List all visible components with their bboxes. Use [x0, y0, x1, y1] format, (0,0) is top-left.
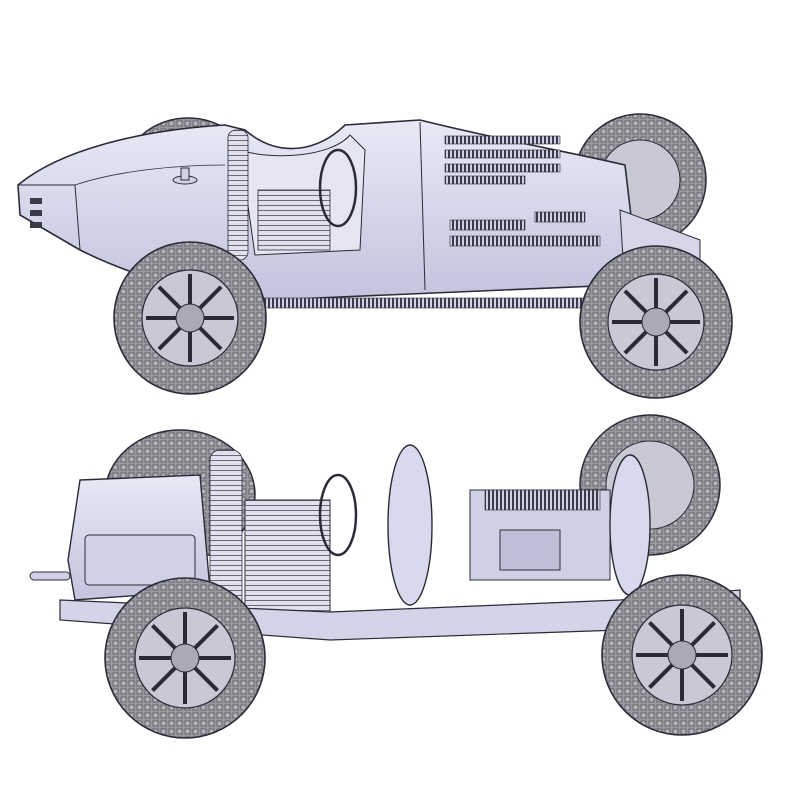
wheel-spoke — [664, 289, 689, 314]
bottom-car-seat — [244, 499, 331, 616]
bottom-car-bulkhead — [387, 444, 433, 606]
top-car-front-wheel — [579, 245, 733, 399]
wheel-spoke — [157, 285, 182, 310]
top-car-rear-wheel — [113, 241, 267, 395]
wheel-spoke — [623, 330, 648, 355]
bottom-car-front-wheel — [601, 574, 763, 736]
wheel-spoke — [151, 624, 177, 650]
top-car — [17, 113, 733, 399]
wheel-spoke — [690, 663, 716, 689]
wheel-spoke — [157, 326, 182, 351]
wheel-spoke — [193, 666, 219, 692]
wheel-spoke — [664, 330, 689, 355]
wheel-spoke — [648, 621, 674, 647]
wheel-spoke — [623, 289, 648, 314]
bottom-car-radiator — [609, 454, 651, 596]
wheel-spoke — [198, 285, 223, 310]
bottom-car — [29, 414, 763, 739]
wheel-spoke — [690, 621, 716, 647]
wheel-spoke — [648, 663, 674, 689]
top-car-steering-wheel — [318, 148, 358, 228]
wheel-spoke — [193, 624, 219, 650]
wheel-spoke — [198, 326, 223, 351]
wheel-spoke — [151, 666, 177, 692]
bottom-car-rear-wheel — [104, 577, 266, 739]
